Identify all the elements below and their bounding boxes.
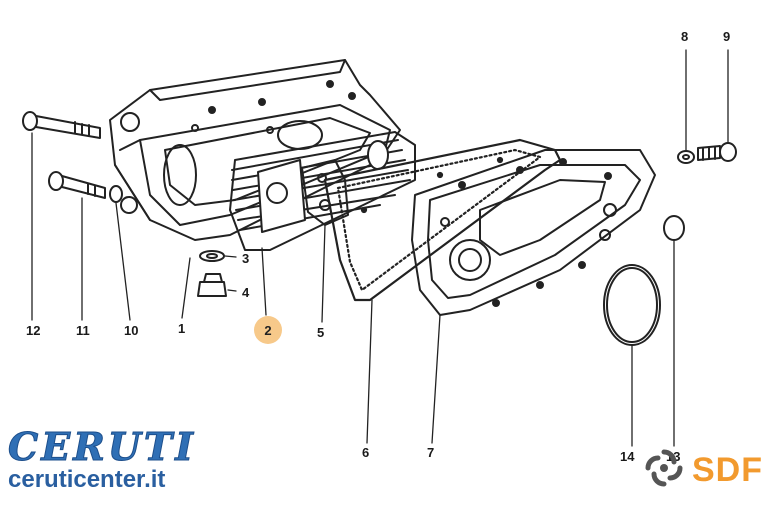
ceruti-website: ceruticenter.it	[8, 466, 166, 493]
part-9-bolt	[697, 142, 737, 162]
part-14-o-ring	[603, 264, 661, 346]
callout-8: 8	[681, 29, 689, 44]
leader-lines	[31, 49, 729, 447]
part-4-plug	[197, 273, 227, 297]
callout-12: 12	[26, 323, 41, 338]
callout-4: 4	[242, 285, 250, 300]
callout-5: 5	[317, 325, 325, 340]
part-3-washer	[199, 250, 225, 262]
callout-3: 3	[242, 251, 250, 266]
callout-14: 14	[620, 449, 635, 464]
part-8-washer	[677, 150, 695, 164]
part-13-o-ring	[663, 215, 685, 241]
ceruti-brand-name: CERUTI	[8, 424, 196, 469]
sdf-logo: SDF	[640, 444, 763, 497]
part-11-bolt	[48, 171, 106, 199]
callout-9: 9	[723, 29, 731, 44]
part-1-housing	[109, 59, 401, 241]
callout-1: 1	[178, 321, 186, 336]
sdf-text: SDF	[692, 451, 763, 489]
callout-11: 11	[76, 323, 90, 338]
callout-2-highlighted: 2	[254, 316, 282, 344]
ceruti-logo: CERUTI ceruticenter.it	[8, 424, 248, 493]
part-12-bolt	[22, 111, 101, 139]
sdf-swirl-icon	[640, 444, 688, 497]
callout-7: 7	[427, 445, 435, 460]
part-7-front-cover	[411, 149, 656, 316]
callout-10: 10	[124, 323, 139, 338]
part-10-washer	[109, 185, 123, 203]
part-6-large-gasket	[323, 138, 562, 302]
callout-6: 6	[362, 445, 370, 460]
